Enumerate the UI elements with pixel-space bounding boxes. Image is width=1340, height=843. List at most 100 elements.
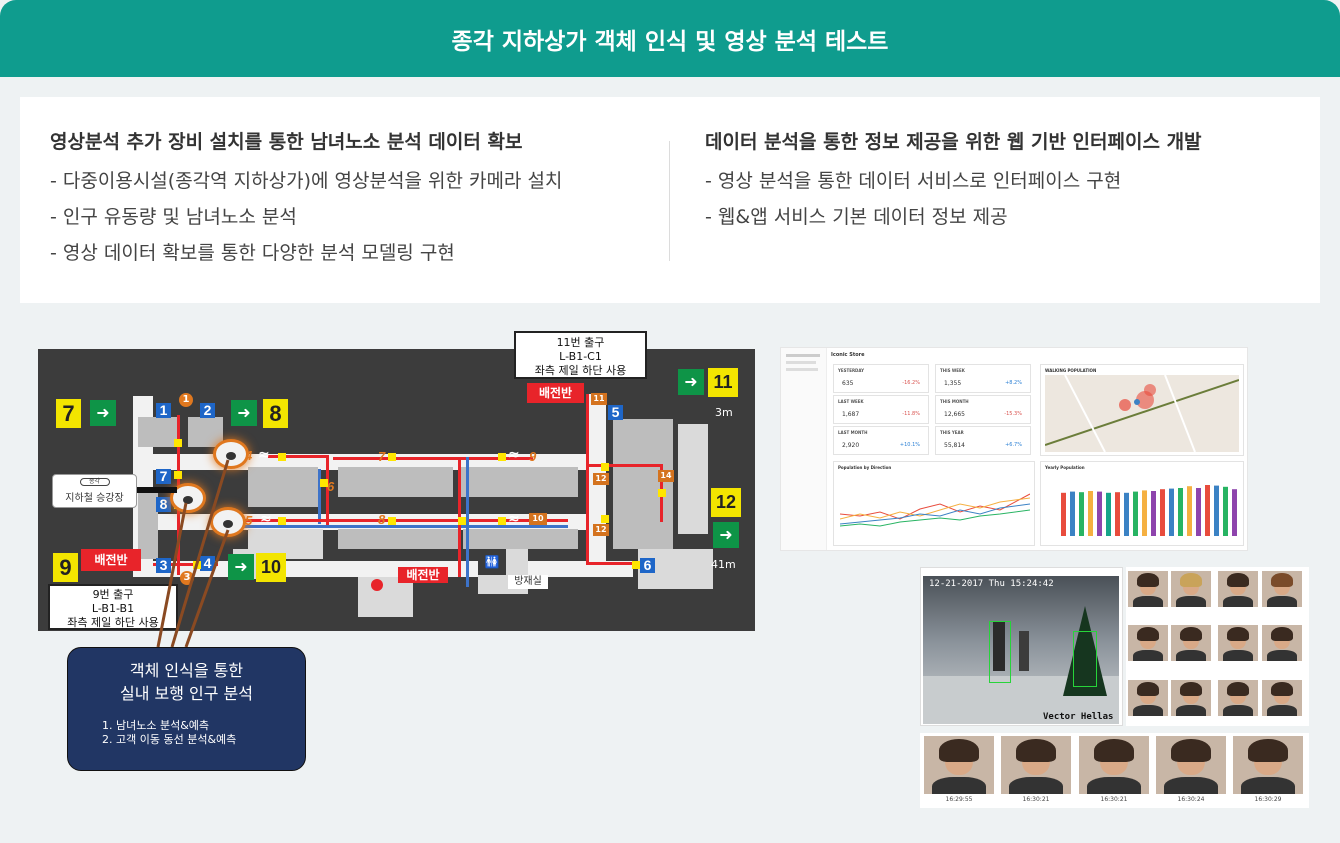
orange-marker: 11 [591, 393, 607, 405]
yearly-bar [1205, 485, 1210, 536]
capture-time: 16:30:21 [1100, 796, 1128, 803]
emergency-exit-icon: ➜ [678, 369, 704, 395]
callout-line: 좌측 제일 하단 사용 [67, 616, 159, 629]
capture-thumbnail [1079, 736, 1149, 794]
shop-block [678, 424, 708, 534]
video-screenshot: 12-21-2017 Thu 15:24:42 Vector Hellas [920, 567, 1123, 726]
left-column-title: 영상분석 추가 장비 설치를 통한 남녀노소 분석 데이터 확보 [50, 131, 523, 153]
christmas-tree [1063, 606, 1107, 696]
yearly-bar [1232, 489, 1237, 536]
exit-number: 8 [263, 399, 288, 428]
callout-line: L-B1-C1 [559, 350, 602, 363]
face-thumbnail [1128, 571, 1168, 607]
sensor-dot [458, 517, 466, 525]
shop-block [248, 467, 318, 507]
page-header: 종각 지하상가 객체 인식 및 영상 분석 테스트 [0, 0, 1340, 77]
route-blue [318, 469, 321, 524]
capture-time: 16:30:21 [1022, 796, 1050, 803]
kpi-label: LAST MONTH [838, 430, 868, 435]
kpi-card: LAST WEEK 1,687 -11.8% [833, 395, 929, 424]
shop-block [138, 417, 178, 447]
sensor-dot [498, 517, 506, 525]
exit-9-callout: 9번 출구 L-B1-B1 좌측 제일 하단 사용 [48, 584, 178, 630]
exit-11-callout: 11번 출구 L-B1-C1 좌측 제일 하단 사용 [514, 331, 647, 379]
face-thumbnail [1218, 625, 1258, 661]
room-label: 방재실 [508, 575, 548, 589]
legend-title-line: 실내 보행 인구 분석 [119, 684, 254, 703]
restroom-icon: 🚻 [478, 549, 506, 575]
callout-line: 11번 출구 [556, 336, 605, 349]
route-red [153, 563, 218, 566]
kpi-card: YESTERDAY 635 -16.2% [833, 364, 929, 393]
kpi-change: +6.7% [1005, 442, 1022, 448]
left-column-item: - 영상 데이터 확보를 통한 다양한 분석 모델링 구현 [50, 242, 455, 264]
face-thumbnail [1171, 625, 1211, 661]
capture-time: 16:30:24 [1177, 796, 1205, 803]
kpi-value: 55,814 [944, 442, 965, 449]
left-column: 영상분석 추가 장비 설치를 통한 남녀노소 분석 데이터 확보 - 다중이용시… [50, 127, 660, 271]
face-thumbnail [1218, 571, 1258, 607]
shop-block [613, 419, 673, 549]
kpi-card: LAST MONTH 2,920 +10.1% [833, 426, 929, 455]
route-red [326, 455, 329, 525]
panel-title: Yearly Population [1045, 465, 1085, 470]
sensor-dot [278, 453, 286, 461]
population-map [1044, 374, 1240, 453]
orange-marker: 10 [529, 513, 547, 525]
yearly-bar [1214, 485, 1219, 536]
orange-marker: 5 [245, 513, 253, 528]
sensor-dot [278, 517, 286, 525]
shop-block [338, 529, 458, 549]
left-column-item: - 인구 유동량 및 남녀노소 분석 [50, 206, 297, 228]
capture-time: 16:29:55 [945, 796, 973, 803]
yearly-bar [1070, 491, 1075, 536]
callout-line: L-B1-B1 [91, 602, 135, 615]
orange-marker: 8 [378, 512, 386, 527]
orange-marker: 12 [593, 473, 609, 485]
yearly-bar [1142, 490, 1147, 536]
fire-extinguisher-icon [371, 579, 383, 591]
dashboard-sidebar [781, 348, 827, 550]
wifi-icon: ≈ [508, 511, 520, 527]
panel-title: Population by Direction [838, 465, 892, 470]
exit-number: 10 [256, 553, 286, 582]
shop-block [463, 529, 578, 549]
capture-thumbnail [1156, 736, 1226, 794]
person-figure [993, 621, 1005, 671]
sensor-dot [174, 471, 182, 479]
dashboard-screenshot: Iconic Store YESTERDAY 635 -16.2% THIS W… [780, 347, 1248, 551]
sensor-dot [388, 517, 396, 525]
kpi-label: THIS YEAR [940, 430, 964, 435]
kpi-value: 2,920 [842, 442, 860, 449]
direction-panel: Population by Direction [833, 461, 1035, 546]
right-column: 데이터 분석을 통한 정보 제공을 위한 웹 기반 인터페이스 개발 - 영상 … [705, 127, 1295, 235]
panel-label: 배전반 [81, 549, 141, 571]
yearly-bar [1124, 492, 1129, 536]
yearly-bar [1097, 491, 1102, 536]
blue-marker: 3 [156, 558, 171, 573]
cctv-camera-icon [213, 439, 249, 469]
face-detection-grid [1126, 567, 1309, 726]
video-watermark: Vector Hellas [1043, 712, 1114, 722]
face-thumbnail [1218, 680, 1258, 716]
kpi-change: -16.2% [902, 380, 920, 386]
blue-marker: 7 [156, 469, 171, 484]
panel-label: 배전반 [527, 383, 584, 403]
detection-box [1073, 631, 1097, 687]
yearly-bar [1088, 491, 1093, 536]
kpi-value: 635 [842, 380, 854, 387]
kpi-label: LAST WEEK [838, 399, 864, 404]
video-timestamp: 12-21-2017 Thu 15:24:42 [929, 579, 1054, 589]
kpi-change: +10.1% [899, 442, 920, 448]
route-red [586, 562, 636, 565]
route-blue [466, 457, 469, 587]
wifi-icon: ≈ [260, 511, 272, 527]
yearly-bar [1223, 486, 1228, 536]
shop-block [358, 577, 413, 617]
detection-box [989, 621, 1011, 683]
depth-label: 3m [715, 406, 733, 419]
person-figure [1019, 631, 1029, 671]
video-frame: 12-21-2017 Thu 15:24:42 Vector Hellas [923, 576, 1119, 724]
route-blue [238, 525, 568, 528]
